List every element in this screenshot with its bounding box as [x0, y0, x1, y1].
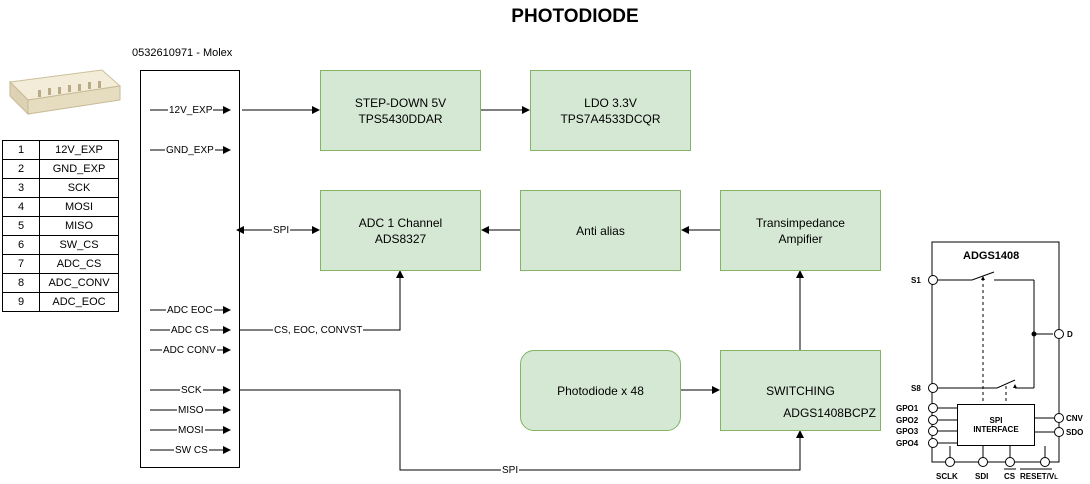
block-part-number: ADGS1408BCPZ: [783, 406, 876, 420]
pin-label-adc-eoc: ADC EOC: [166, 305, 214, 316]
adc-block: ADC 1 Channel ADS8327: [320, 190, 481, 271]
pin-label-gnd: GND_EXP: [165, 145, 215, 156]
block-title: LDO 3.3V: [584, 95, 637, 110]
chip-pin-sclk: SCLK: [936, 472, 958, 481]
page-title: PHOTODIODE: [511, 6, 639, 27]
pin-label-mosi: MOSI: [177, 425, 205, 436]
chip-name: ADGS1408: [963, 250, 1020, 262]
pin-name: SCK: [39, 178, 119, 198]
interface-line2: INTERFACE: [973, 425, 1019, 434]
pin-label-sw-cs: SW CS: [174, 445, 209, 456]
block-title: STEP-DOWN 5V: [354, 95, 447, 110]
block-title-line2: Ampifier: [778, 231, 823, 246]
chip-spi-interface: SPI INTERFACE: [957, 404, 1035, 446]
chip-pin-d: D: [1067, 330, 1073, 339]
chip-pin-gpo3: GPO3: [896, 427, 919, 436]
chip-pin-gpo2: GPO2: [896, 416, 919, 425]
block-title: SWITCHING: [766, 384, 835, 398]
interface-line1: SPI: [989, 416, 1003, 425]
chip-pin-s1: S1: [911, 276, 921, 285]
block-title: ADC 1 Channel: [358, 215, 443, 230]
pin-name: SW_CS: [39, 235, 119, 255]
pin-label-adc-cs: ADC CS: [170, 325, 210, 336]
pin-label-12v: 12V_EXP: [168, 105, 214, 116]
wire-label-spi: SPI: [272, 225, 291, 236]
chip-pin-reset-subscript: L: [1054, 475, 1058, 481]
chip-pin-cnv: CNV: [1066, 414, 1083, 423]
pin-name: ADC_EOC: [39, 292, 119, 312]
block-part-number: TPS5430DDAR: [358, 111, 443, 126]
ldo-regulator-block: LDO 3.3V TPS7A4533DCQR: [530, 70, 691, 151]
chip-pin-s8: S8: [911, 384, 921, 393]
pin-name: GND_EXP: [39, 159, 119, 179]
chip-pin-sdo: SDO: [1066, 428, 1084, 437]
block-part-number: ADS8327: [374, 231, 427, 246]
wire-label-adc-control: CS, EOC, CONVST: [273, 325, 364, 336]
chip-pin-gpo1: GPO1: [896, 404, 919, 413]
chip-pin-reset-text: RESET/V: [1020, 472, 1055, 481]
pin-label-sck: SCK: [180, 385, 203, 396]
block-title: Transimpedance: [756, 215, 845, 230]
chip-pin-sdi: SDI: [975, 472, 989, 481]
transimpedance-amplifier-block: Transimpedance Ampifier: [720, 190, 881, 271]
pin-name: ADC_CONV: [39, 273, 119, 293]
wire-label-spi-bottom: SPI: [501, 465, 520, 476]
pin-label-miso: MISO: [177, 405, 205, 416]
block-title: Anti alias: [576, 223, 625, 238]
pin-label-adc-conv: ADC CONV: [162, 345, 217, 356]
molex-connector: [140, 70, 240, 468]
switching-block: SWITCHING ADGS1408BCPZ: [720, 350, 881, 431]
pin-number: 9: [2, 292, 40, 312]
block-part-number: TPS7A4533DCQR: [560, 111, 661, 126]
connector-image: [8, 69, 122, 116]
anti-alias-filter-block: Anti alias: [520, 190, 681, 271]
stepdown-regulator-block: STEP-DOWN 5V TPS5430DDAR: [320, 70, 481, 151]
chip-pin-gpo4: GPO4: [896, 439, 919, 448]
block-title: Photodiode x 48: [557, 383, 644, 398]
connector-part-label: 0532610971 - Molex: [132, 47, 233, 59]
photodiode-array-block: Photodiode x 48: [520, 350, 681, 431]
chip-pin-reset: RESET/VL: [1020, 472, 1058, 483]
chip-pin-cs: CS: [1004, 472, 1016, 481]
